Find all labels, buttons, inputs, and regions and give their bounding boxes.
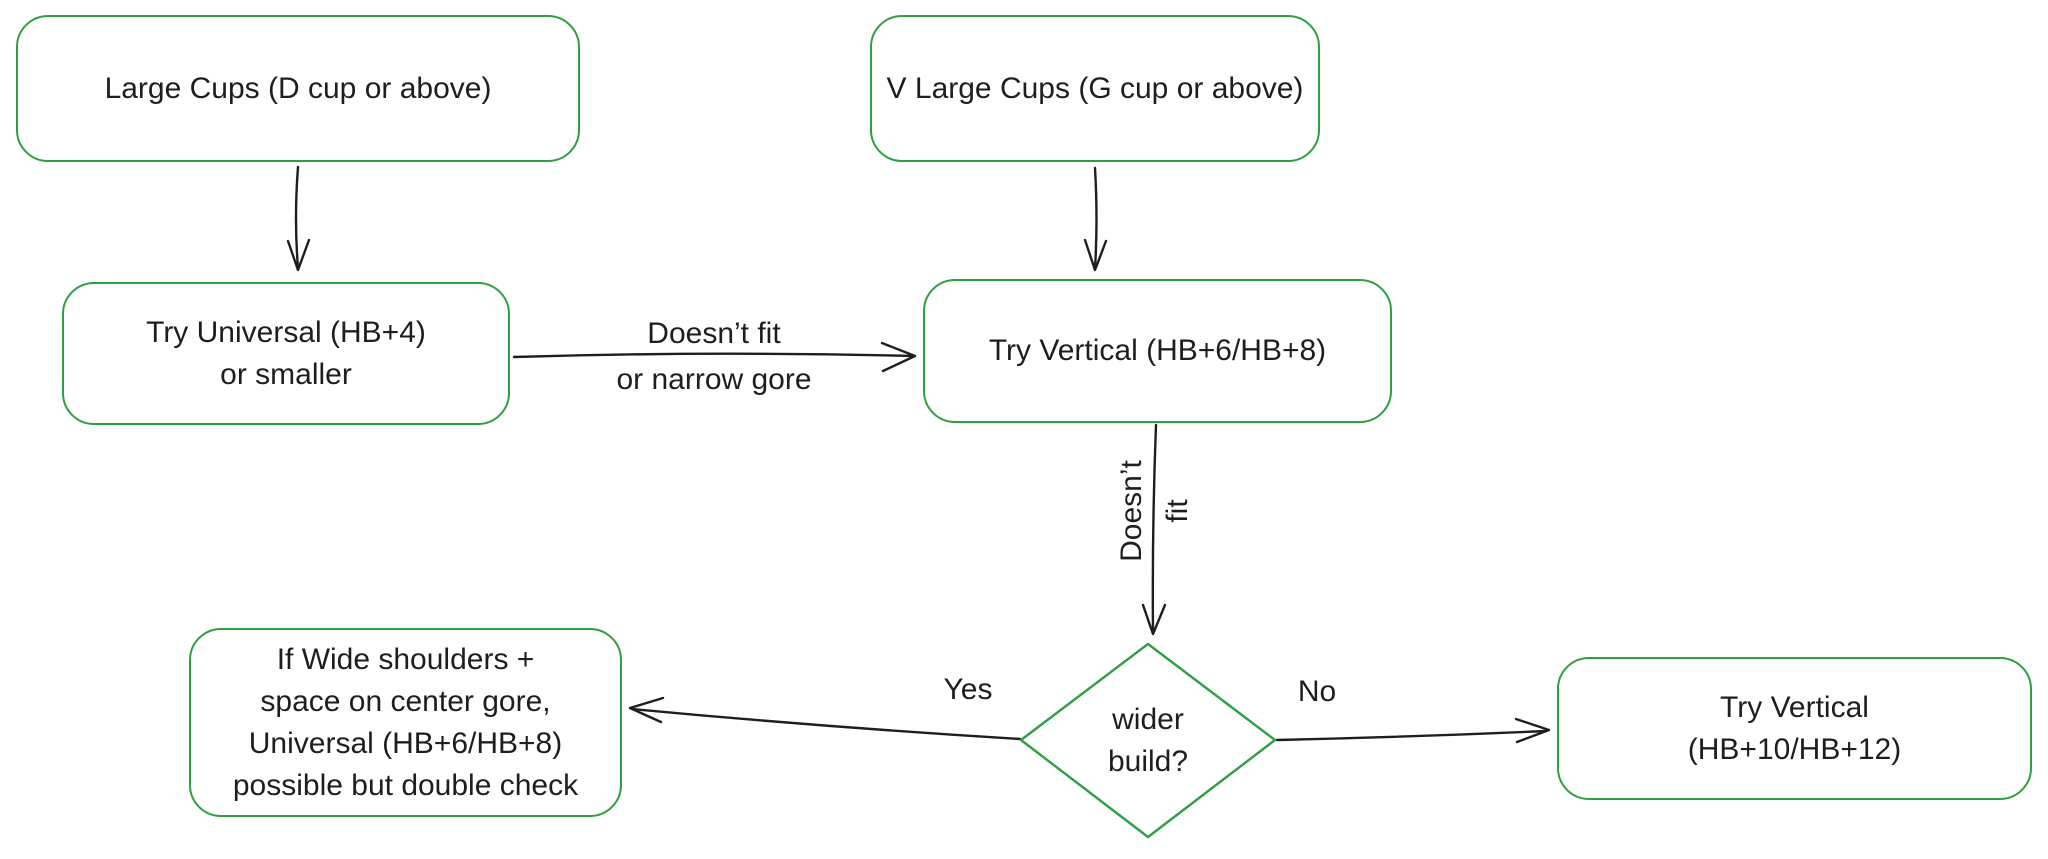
edge-label-doesnt-fit-horizontal: Doesn’t fit or narrow gore — [616, 311, 811, 403]
arrow-large-cups-down — [296, 167, 298, 268]
node-large-cups-label: Large Cups (D cup or above) — [104, 71, 492, 105]
node-try-universal-line1: Try Universal (HB+4) — [146, 315, 426, 349]
arrow-no — [1277, 731, 1546, 740]
node-wider-build-line2: build? — [1107, 744, 1189, 778]
edge-label-doesnt-fit-vertical-line1: Doesn’t — [1115, 460, 1148, 562]
node-wide-shoulders-line3: Universal (HB+6/HB+8) — [248, 726, 563, 760]
edge-label-doesnt-fit-horizontal-line1: Doesn’t fit — [647, 317, 781, 350]
node-try-vertical-hb10-hb12: Try Vertical (HB+10/HB+12) — [1557, 657, 2032, 800]
node-try-universal-line2: or smaller — [220, 357, 352, 391]
node-wider-build-line1: wider — [1112, 702, 1184, 736]
arrowhead-no — [1516, 719, 1549, 742]
node-v-large-cups-label: V Large Cups (G cup or above) — [886, 71, 1304, 105]
edge-label-no: No — [1298, 669, 1336, 715]
node-wider-build: wider build? — [1020, 643, 1276, 838]
node-large-cups: Large Cups (D cup or above) — [16, 15, 580, 162]
edge-label-yes: Yes — [944, 667, 993, 713]
arrow-yes — [632, 709, 1020, 739]
arrowhead-large-cups-down — [288, 240, 309, 270]
node-wide-shoulders-line1: If Wide shoulders + — [276, 642, 535, 676]
node-v-large-cups: V Large Cups (G cup or above) — [870, 15, 1320, 162]
edge-label-doesnt-fit-horizontal-line2: or narrow gore — [616, 363, 812, 396]
edge-label-no-text: No — [1297, 675, 1337, 708]
node-wide-shoulders-line4: possible but double check — [232, 768, 579, 802]
node-try-vertical-hb6-hb8: Try Vertical (HB+6/HB+8) — [923, 279, 1392, 423]
edge-label-doesnt-fit-vertical-line2: fit — [1161, 499, 1194, 523]
node-wide-shoulders: If Wide shoulders + space on center gore… — [189, 628, 622, 817]
edge-label-doesnt-fit-vertical: Doesn’t fit — [1109, 460, 1201, 562]
arrowhead-doesnt-fit-horizontal — [882, 343, 915, 371]
arrowhead-yes — [630, 698, 663, 722]
arrowhead-v-large-cups-down — [1085, 240, 1106, 270]
node-try-vertical-hb10-hb12-line1: Try Vertical — [1720, 690, 1869, 724]
arrow-v-large-cups-down — [1095, 168, 1097, 268]
arrow-doesnt-fit-vertical — [1153, 425, 1156, 632]
node-try-vertical-hb6-hb8-label: Try Vertical (HB+6/HB+8) — [988, 334, 1327, 367]
node-try-universal: Try Universal (HB+4) or smaller — [62, 282, 510, 425]
arrowhead-doesnt-fit-vertical — [1143, 605, 1165, 634]
edge-label-yes-text: Yes — [943, 673, 993, 706]
arrow-doesnt-fit-horizontal — [514, 354, 913, 357]
node-try-vertical-hb10-hb12-line2: (HB+10/HB+12) — [1687, 732, 1902, 766]
decision-diamond-shape — [1021, 644, 1275, 837]
node-wide-shoulders-line2: space on center gore, — [260, 684, 551, 718]
